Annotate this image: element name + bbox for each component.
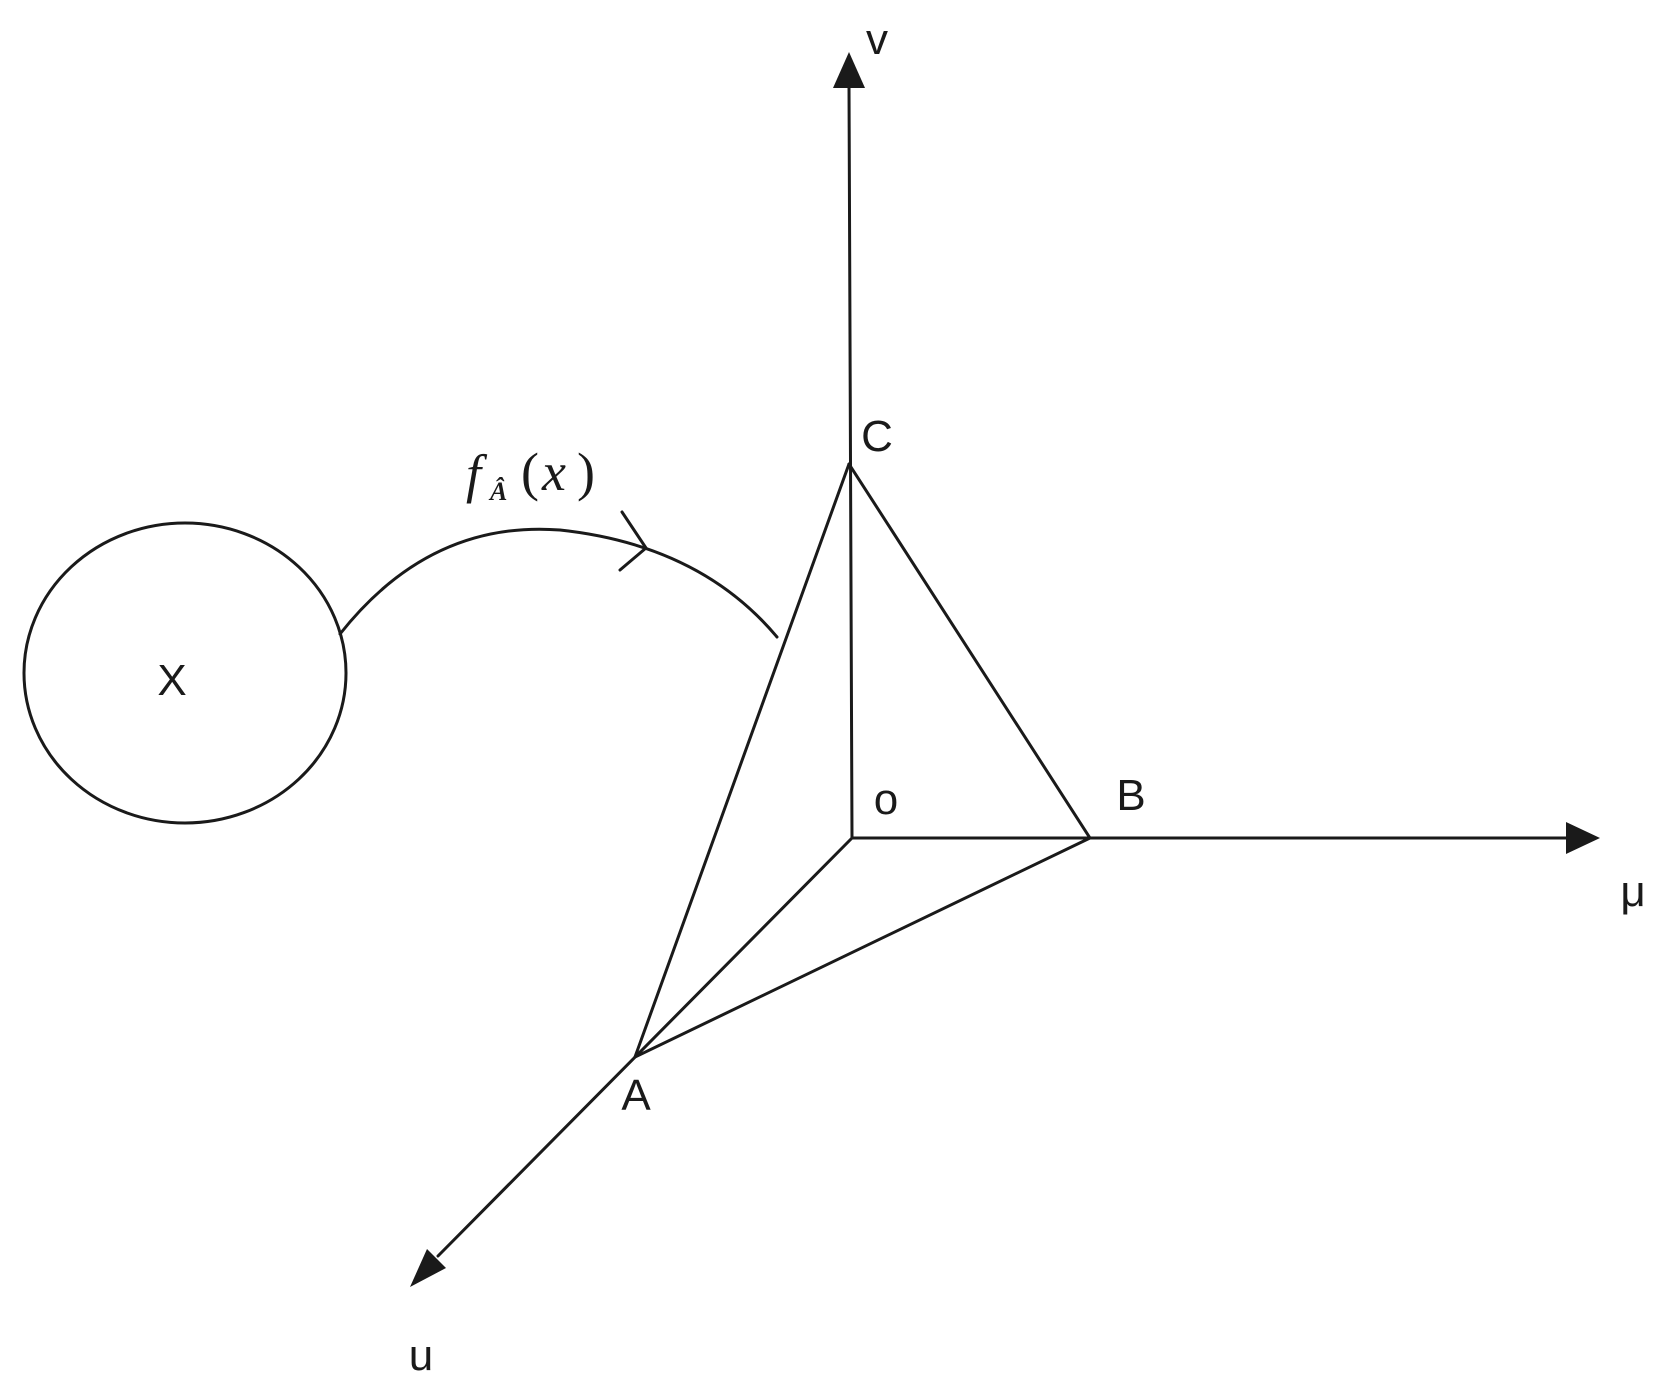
axis-v-arrowhead	[833, 52, 865, 88]
axis-mu-label: μ	[1620, 867, 1645, 916]
set-x-ellipse	[22, 521, 348, 825]
axis-u-label: u	[409, 1331, 433, 1380]
origin-label: o	[874, 775, 898, 824]
set-x-label: X	[157, 656, 186, 705]
axis-v-label: v	[866, 15, 888, 64]
edge-ca	[633, 462, 851, 1059]
vertex-b-label: B	[1116, 771, 1145, 820]
mapping-arc	[338, 527, 779, 639]
edge-cb	[847, 462, 1092, 840]
mapping-function-label: f Â ( x )	[466, 442, 595, 506]
mapping-open-paren: (	[521, 442, 539, 502]
mapping-close-paren: )	[577, 442, 595, 502]
axis-mu-arrowhead	[1566, 822, 1600, 854]
mapping-subscript: Â	[488, 477, 507, 506]
axis-u-arrowhead	[410, 1249, 446, 1287]
axis-u-line	[436, 836, 854, 1258]
mapping-arrow-icon	[618, 510, 648, 572]
vertex-c-label: C	[861, 412, 893, 461]
mapping-arg: x	[541, 442, 566, 502]
axis-v-line	[847, 83, 854, 840]
edge-ab	[633, 836, 1092, 1059]
vertex-a-label: A	[621, 1071, 651, 1120]
mapping-func: f	[466, 444, 488, 504]
